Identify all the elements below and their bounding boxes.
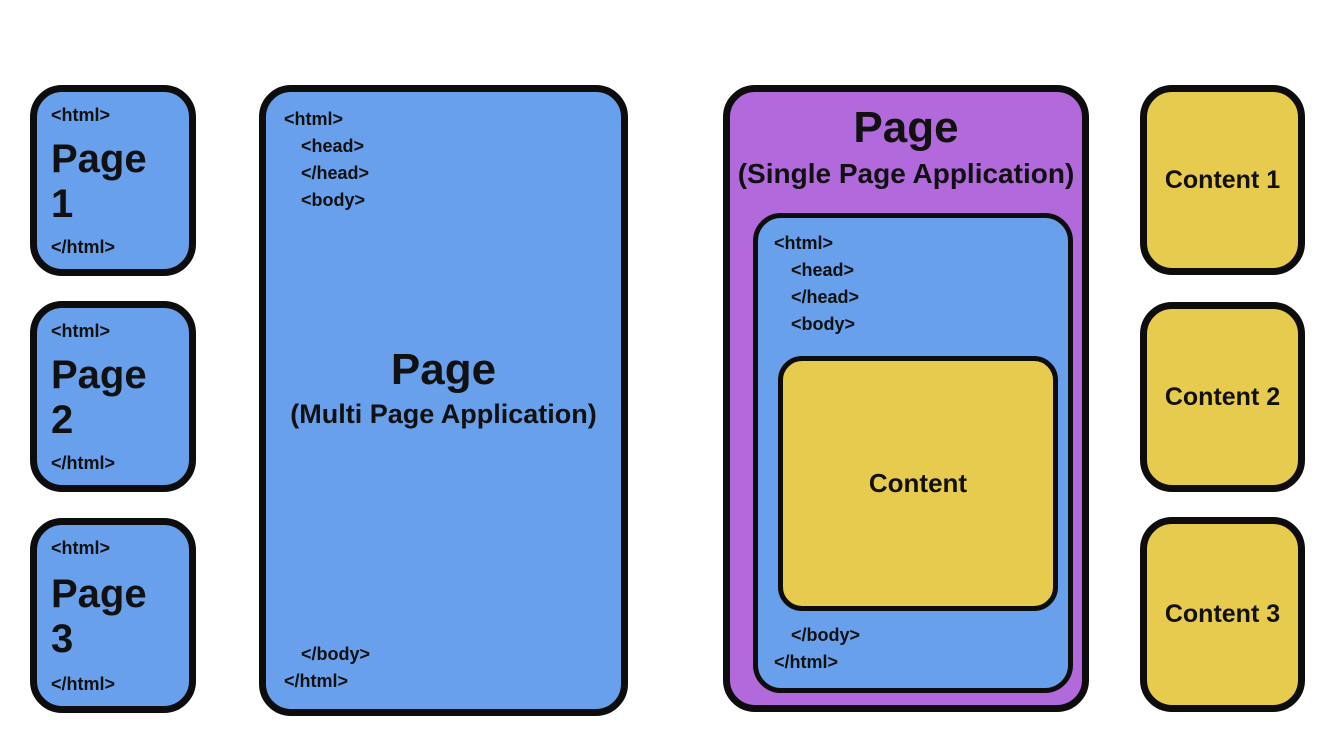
html-close-tag: </html> [51, 237, 116, 257]
body-open-tag: <body> [791, 314, 856, 334]
content-3-label: Content 3 [1164, 600, 1281, 628]
spa-tags-bottom: </body> </html> [774, 622, 860, 676]
spa-page-box: Page (Single Page Application) <html> <h… [723, 85, 1089, 712]
html-close-tag: </html> [51, 674, 116, 694]
page-3-label: Page 3 [51, 571, 147, 661]
html-close-tag: </html> [774, 652, 839, 672]
html-close-tag: </html> [51, 453, 116, 473]
mpa-page-3-box: <html> Page 3 </html> [30, 518, 196, 713]
spa-html-box: <html> <head> </head> <body> Content </b… [753, 213, 1073, 693]
body-open-tag: <body> [301, 190, 366, 210]
content-2-label: Content 2 [1164, 382, 1281, 411]
head-open-tag: <head> [301, 136, 365, 156]
mpa-page-2-box: <html> Page 2 </html> [30, 301, 196, 492]
html-open-tag: <html> [774, 233, 834, 253]
mpa-title: Page [390, 345, 497, 395]
head-open-tag: <head> [791, 260, 855, 280]
spa-content-label: Content [868, 468, 968, 498]
head-close-tag: </head> [791, 287, 860, 307]
content-2-box: Content 2 [1140, 302, 1305, 492]
html-open-tag: <html> [284, 109, 344, 129]
spa-tags-top: <html> <head> </head> <body> [774, 230, 1052, 338]
head-close-tag: </head> [301, 163, 370, 183]
mpa-page-box: <html> <head> </head> <body> Page (Multi… [259, 85, 628, 716]
content-1-box: Content 1 [1140, 85, 1305, 275]
page-label-wrap: Page 3 [51, 562, 175, 671]
spa-content-box: Content [778, 356, 1058, 611]
body-close-tag: </body> [301, 644, 371, 664]
body-close-tag: </body> [791, 625, 861, 645]
mpa-page-1-box: <html> Page 1 </html> [30, 85, 196, 276]
html-open-tag: <html> [51, 321, 111, 341]
mpa-tags-bottom: </body> </html> [284, 641, 370, 695]
content-1-label: Content 1 [1164, 165, 1281, 194]
html-open-tag: <html> [51, 538, 111, 558]
page-label-wrap: Page 2 [51, 345, 175, 450]
mpa-tags-top: <html> <head> </head> <body> [284, 106, 603, 214]
mpa-subtitle: (Multi Page Application) [290, 399, 597, 430]
html-close-tag: </html> [284, 671, 349, 691]
spa-subtitle: (Single Page Application) [737, 158, 1075, 189]
spa-title: Page [853, 103, 959, 152]
content-3-box: Content 3 [1140, 517, 1305, 712]
mpa-title-block: Page (Multi Page Application) [266, 344, 621, 432]
page-1-label: Page 1 [51, 136, 147, 226]
page-label-wrap: Page 1 [51, 129, 175, 234]
html-open-tag: <html> [51, 105, 111, 125]
page-2-label: Page 2 [51, 352, 147, 442]
